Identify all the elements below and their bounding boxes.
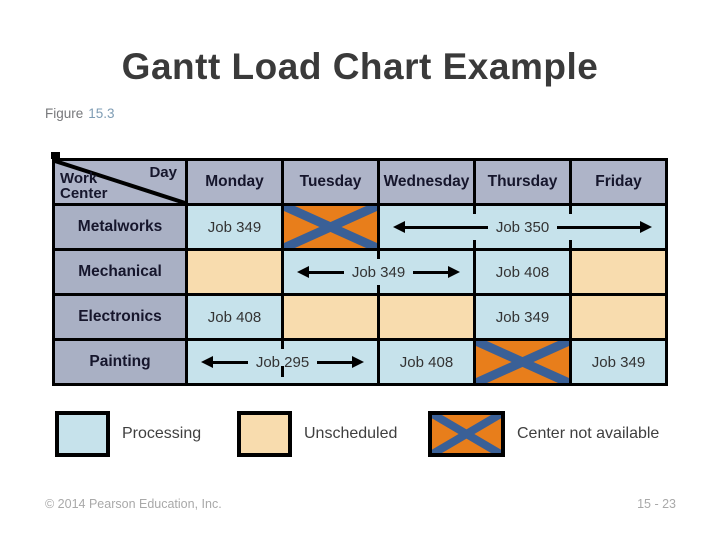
cell-mechanical-thursday: Job 408	[476, 251, 569, 293]
legend-label: Unscheduled	[304, 425, 398, 442]
cell-electronics-monday: Job 408	[188, 296, 281, 338]
legend-swatch-processing	[55, 411, 110, 457]
legend-item-unscheduled: Unscheduled	[237, 410, 397, 458]
legend-swatch-unscheduled	[237, 411, 292, 457]
cell-painting-friday: Job 349	[572, 341, 665, 383]
arrow-shaft	[309, 270, 344, 274]
cell-electronics-wednesday-unscheduled	[380, 296, 473, 338]
arrow-shaft	[557, 225, 641, 229]
cell-painting-thursday-unavailable	[476, 341, 569, 383]
cell-divider-stub	[281, 366, 284, 377]
corner-work-center-label: Work Center	[60, 169, 108, 203]
legend-item-center-not-available: Center not available	[428, 410, 659, 458]
cell-mechanical-friday-unscheduled	[572, 251, 665, 293]
arrow-shaft	[413, 270, 449, 274]
arrowhead-right-icon	[352, 356, 365, 368]
arrowhead-right-icon	[448, 266, 461, 278]
column-header-thursday: Thursday	[476, 161, 569, 203]
cell-painting-mon-tue-span: Job 295	[188, 341, 377, 383]
legend-label: Processing	[122, 425, 202, 442]
cell-divider-stub	[473, 240, 476, 248]
cell-metalworks-tuesday-unavailable	[284, 206, 377, 248]
cell-metalworks-wed-fri-span: Job 350	[380, 206, 665, 248]
arrowhead-left-icon	[393, 221, 405, 233]
figure-label: Figure	[45, 106, 84, 121]
cell-divider-stub	[281, 341, 284, 349]
row-label-metalworks: Metalworks	[55, 206, 185, 248]
job-label: Job 295	[255, 353, 310, 371]
arrowhead-right-icon	[640, 221, 653, 233]
slide-title: Gantt Load Chart Example	[121, 46, 599, 87]
cell-divider-stub	[569, 206, 572, 214]
cell-painting-wednesday: Job 408	[380, 341, 473, 383]
cell-electronics-tuesday-unscheduled	[284, 296, 377, 338]
cell-electronics-thursday: Job 349	[476, 296, 569, 338]
arrowhead-left-icon	[201, 356, 213, 368]
column-header-tuesday: Tuesday	[284, 161, 377, 203]
column-header-wednesday: Wednesday	[380, 161, 473, 203]
cell-mechanical-tue-wed-span: Job 349	[284, 251, 473, 293]
legend: Processing Unscheduled Center not availa…	[0, 410, 720, 458]
job-span-arrow: Job 295	[188, 341, 377, 383]
corner-day-label: Day	[149, 164, 177, 181]
row-label-electronics: Electronics	[55, 296, 185, 338]
cell-mechanical-monday-unscheduled	[188, 251, 281, 293]
legend-label: Center not available	[517, 425, 660, 442]
column-header-friday: Friday	[572, 161, 665, 203]
slide-number: 15 - 23	[637, 497, 676, 511]
row-label-painting: Painting	[55, 341, 185, 383]
not-available-x-icon	[476, 341, 569, 383]
cell-divider-stub	[377, 251, 380, 259]
column-header-monday: Monday	[188, 161, 281, 203]
legend-item-processing: Processing	[55, 410, 201, 458]
not-available-x-icon	[432, 415, 501, 453]
cell-divider-stub	[377, 285, 380, 293]
cell-divider-stub	[569, 240, 572, 248]
gantt-load-chart: Day Work Center Monday Tuesday Wednesday…	[52, 158, 668, 386]
figure-number: 15.3	[88, 106, 115, 121]
job-span-arrow: Job 350	[380, 206, 665, 248]
cell-divider-stub	[473, 206, 476, 214]
job-span-arrow: Job 349	[284, 251, 473, 293]
corner-header-cell: Day Work Center	[55, 161, 185, 203]
table-corner-tick	[51, 152, 60, 159]
not-available-x-icon	[284, 206, 377, 248]
cell-electronics-friday-unscheduled	[572, 296, 665, 338]
figure-caption: Figure 15.3	[45, 106, 115, 121]
arrowhead-left-icon	[297, 266, 309, 278]
legend-swatch-center-not-available	[428, 411, 505, 457]
job-label: Job 350	[495, 218, 550, 236]
arrow-shaft	[405, 225, 488, 229]
job-label: Job 349	[351, 263, 406, 281]
diagonal-divider-icon	[55, 161, 185, 203]
arrow-shaft	[213, 360, 248, 364]
cell-metalworks-monday: Job 349	[188, 206, 281, 248]
copyright-text: © 2014 Pearson Education, Inc.	[45, 497, 222, 511]
row-label-mechanical: Mechanical	[55, 251, 185, 293]
arrow-shaft	[317, 360, 353, 364]
